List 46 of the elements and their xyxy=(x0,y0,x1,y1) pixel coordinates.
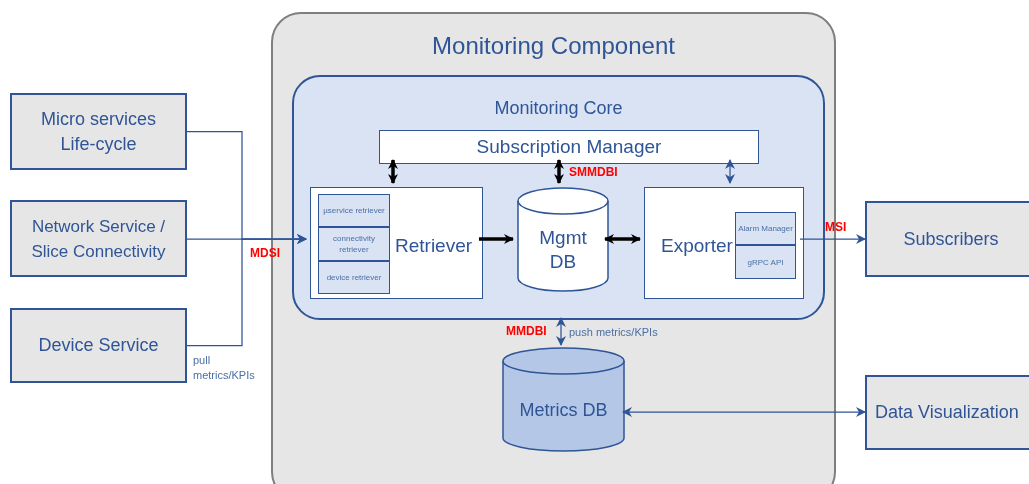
node-label: Retriever xyxy=(395,234,473,258)
retriever-box xyxy=(310,187,483,299)
node-label: Metrics DB xyxy=(519,399,608,422)
node-label: Micro services Life-cycle xyxy=(40,107,157,156)
edge-label: SMMDBI xyxy=(569,164,618,181)
manager-box xyxy=(379,130,759,164)
subscribers-box xyxy=(865,201,1029,277)
node-label: Monitoring Core xyxy=(493,97,624,120)
arrow xyxy=(622,407,866,417)
sub-module-box xyxy=(318,227,390,261)
visualization-box xyxy=(865,375,1029,450)
edge-label: MMDBI xyxy=(506,323,547,340)
exporter-box xyxy=(644,187,804,299)
note-text: pull metrics/KPIs xyxy=(193,353,256,383)
sub-module-box xyxy=(735,212,796,245)
arrow xyxy=(554,159,564,184)
core-panel xyxy=(292,75,825,320)
arrow xyxy=(799,234,866,244)
node-label: Device Service xyxy=(38,334,159,357)
sub-module-box xyxy=(318,261,390,294)
node-label: Mgmt DB xyxy=(538,225,588,274)
node-label: µservice retriever xyxy=(323,205,385,216)
service-box xyxy=(10,93,187,170)
edge-label: MDSI xyxy=(250,245,280,262)
node-label: Network Service / Slice Connectivity xyxy=(30,215,167,263)
note-text: push metrics/KPIs xyxy=(569,325,658,340)
arrow xyxy=(479,234,514,244)
node-label: Data Visualization xyxy=(875,401,1019,424)
arrow xyxy=(725,159,735,184)
node-label: Exporter xyxy=(661,234,733,258)
node-label: Alarm Manager xyxy=(738,223,793,234)
arrow xyxy=(556,317,566,346)
node-label: connectivity retriever xyxy=(332,233,376,255)
node-label: Monitoring Component xyxy=(431,31,676,61)
edge-label: MSI xyxy=(825,219,847,236)
node-label: gRPC API xyxy=(747,256,784,268)
arrow xyxy=(604,234,641,244)
service-box xyxy=(10,308,187,383)
arrow xyxy=(186,234,307,347)
service-box xyxy=(10,200,187,277)
sub-module-box xyxy=(318,194,390,227)
node-label: Subscribers xyxy=(903,227,999,251)
sub-module-box xyxy=(735,245,796,279)
arrow xyxy=(388,159,398,184)
node-label: Subscription Manager xyxy=(476,134,662,159)
node-label: device retriever xyxy=(326,272,382,283)
